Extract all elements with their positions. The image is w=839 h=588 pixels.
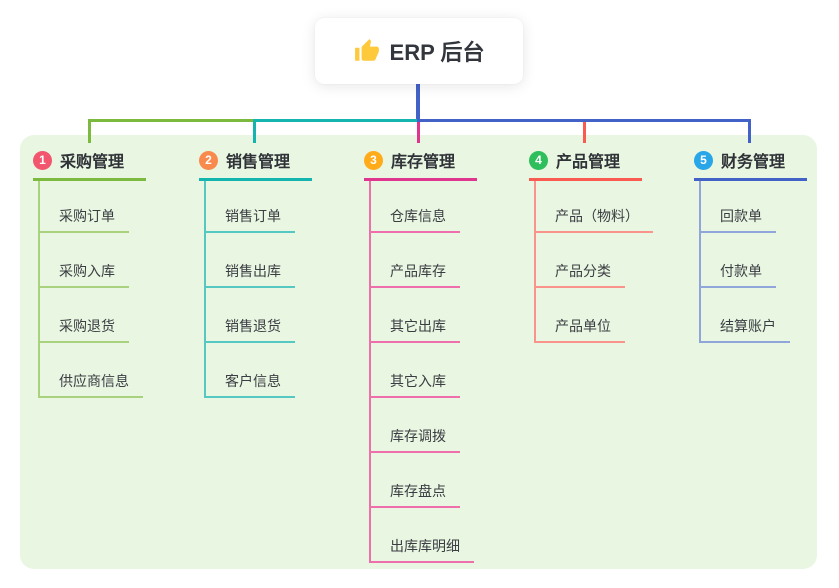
branch-label: 采购管理 xyxy=(60,154,125,171)
child-label: 产品（物料） xyxy=(555,208,639,224)
child-node[interactable]: 产品库存 xyxy=(371,233,460,288)
branch-number-badge: 4 xyxy=(529,150,548,170)
child-label: 付款单 xyxy=(720,263,762,279)
child-label: 产品单位 xyxy=(555,318,611,334)
branch-node-2: 2 销售管理销售订单销售出库销售退货客户信息 xyxy=(199,148,312,398)
child-label: 结算账户 xyxy=(720,318,776,334)
child-label: 供应商信息 xyxy=(59,373,129,389)
child-node[interactable]: 供应商信息 xyxy=(40,343,143,398)
branch-children: 销售订单销售出库销售退货客户信息 xyxy=(204,181,312,398)
branch-label: 财务管理 xyxy=(721,154,786,171)
branch-node-4: 4 产品管理产品（物料） 产品分类产品单位 xyxy=(529,148,653,343)
child-node[interactable]: 回款单 xyxy=(701,181,776,233)
connector-h-sales xyxy=(253,119,417,122)
child-label: 产品分类 xyxy=(555,263,611,279)
child-label: 采购入库 xyxy=(59,263,115,279)
branch-header[interactable]: 4 产品管理 xyxy=(529,148,642,181)
branch-number-badge: 1 xyxy=(33,150,52,170)
connector-h-finance xyxy=(417,119,751,122)
branch-children: 采购订单采购入库采购退货供应商信息 xyxy=(38,181,146,398)
child-node[interactable]: 产品单位 xyxy=(536,288,625,343)
child-label: 销售订单 xyxy=(225,208,281,224)
child-label: 销售出库 xyxy=(225,263,281,279)
connector-h-purchase xyxy=(88,119,253,122)
child-node[interactable]: 库存盘点 xyxy=(371,453,460,508)
child-node[interactable]: 销售订单 xyxy=(206,181,295,233)
child-node[interactable]: 销售退货 xyxy=(206,288,295,343)
branch-number-badge: 3 xyxy=(364,150,383,170)
child-label: 产品库存 xyxy=(390,263,446,279)
thumbs-up-icon xyxy=(354,39,379,61)
child-label: 采购退货 xyxy=(59,318,115,334)
branch-children: 回款单付款单结算账户 xyxy=(699,181,807,343)
child-label: 客户信息 xyxy=(225,373,281,389)
branch-children: 产品（物料） 产品分类产品单位 xyxy=(534,181,653,343)
child-node[interactable]: 其它入库 xyxy=(371,343,460,398)
child-node[interactable]: 库存调拨 xyxy=(371,398,460,453)
branch-label: 销售管理 xyxy=(226,154,291,171)
child-label: 库存盘点 xyxy=(390,483,446,499)
child-node[interactable]: 客户信息 xyxy=(206,343,295,398)
branch-node-3: 3 库存管理仓库信息产品库存其它出库其它入库库存调拨库存盘点出库库明细 xyxy=(364,148,477,563)
child-node[interactable]: 采购入库 xyxy=(40,233,129,288)
child-label: 其它出库 xyxy=(390,318,446,334)
drop-inventory xyxy=(417,122,420,143)
child-node[interactable]: 销售出库 xyxy=(206,233,295,288)
child-label: 采购订单 xyxy=(59,208,115,224)
branch-header[interactable]: 3 库存管理 xyxy=(364,148,477,181)
branch-number-badge: 2 xyxy=(199,150,218,170)
connector-root-line xyxy=(416,84,420,122)
branch-node-5: 5 财务管理回款单付款单结算账户 xyxy=(694,148,807,343)
child-node[interactable]: 结算账户 xyxy=(701,288,790,343)
child-node[interactable]: 采购退货 xyxy=(40,288,129,343)
mindmap-panel: 1 采购管理采购订单采购入库采购退货供应商信息 2 销售管理销售订单销售出库销售退货客… xyxy=(20,135,817,569)
child-label: 销售退货 xyxy=(225,318,281,334)
child-node[interactable]: 出库库明细 xyxy=(371,508,474,563)
branch-header[interactable]: 1 采购管理 xyxy=(33,148,146,181)
branch-children: 仓库信息产品库存其它出库其它入库库存调拨库存盘点出库库明细 xyxy=(369,181,477,563)
child-label: 出库库明细 xyxy=(390,538,460,554)
drop-product xyxy=(583,122,586,143)
drop-finance xyxy=(748,119,751,143)
branch-number-badge: 5 xyxy=(694,150,713,170)
root-node[interactable]: ERP 后台 xyxy=(315,18,523,84)
branch-label: 库存管理 xyxy=(391,154,456,171)
branch-node-1: 1 采购管理采购订单采购入库采购退货供应商信息 xyxy=(33,148,146,398)
child-label: 回款单 xyxy=(720,208,762,224)
child-label: 其它入库 xyxy=(390,373,446,389)
branch-label: 产品管理 xyxy=(556,154,621,171)
child-node[interactable]: 采购订单 xyxy=(40,181,129,233)
child-node[interactable]: 付款单 xyxy=(701,233,776,288)
child-node[interactable]: 其它出库 xyxy=(371,288,460,343)
child-node[interactable]: 产品分类 xyxy=(536,233,625,288)
child-node[interactable]: 产品（物料） xyxy=(536,181,653,233)
drop-sales xyxy=(253,119,256,143)
child-label: 仓库信息 xyxy=(390,208,446,224)
child-node[interactable]: 仓库信息 xyxy=(371,181,460,233)
branch-header[interactable]: 2 销售管理 xyxy=(199,148,312,181)
branch-header[interactable]: 5 财务管理 xyxy=(694,148,807,181)
root-title: ERP 后台 xyxy=(389,40,485,65)
child-label: 库存调拨 xyxy=(390,428,446,444)
drop-purchase xyxy=(88,119,91,143)
